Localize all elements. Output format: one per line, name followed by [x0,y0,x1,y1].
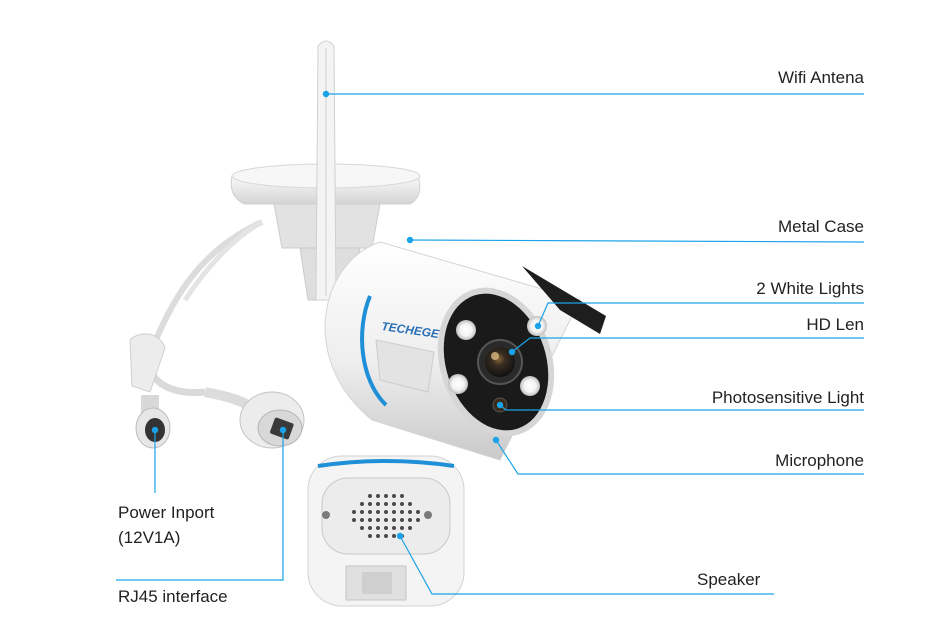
speaker-hole [392,510,396,514]
speaker-hole [376,502,380,506]
speaker-hole [384,494,388,498]
speaker-hole [408,518,412,522]
speaker-grille [352,494,420,538]
rj45-connector [204,387,305,449]
speaker-hole [360,502,364,506]
led-bottom-left [448,374,468,394]
speaker-hole [368,534,372,538]
leader-microphone [495,439,864,475]
speaker-hole [408,526,412,530]
speaker-hole [400,518,404,522]
leader-rj45 [116,430,284,581]
speaker-hole [408,510,412,514]
speaker-hole [376,534,380,538]
speaker-hole [400,502,404,506]
speaker-hole [384,518,388,522]
speaker-hole [360,518,364,522]
speaker-hole [368,494,372,498]
leader-white-lights [537,302,864,327]
label-power-inport: Power Inport [118,503,215,522]
speaker-hole [352,518,356,522]
label-photosensitive-light: Photosensitive Light [711,388,864,407]
speaker-hole [384,534,388,538]
speaker-hole [400,526,404,530]
speaker-hole [368,502,372,506]
leader-hd-len [511,337,864,353]
cable [129,219,264,397]
speaker-hole [352,510,356,514]
label-speaker: Speaker [697,570,761,589]
speaker-hole [392,526,396,530]
leader-lines [116,93,865,595]
speaker-hole [360,526,364,530]
speaker-hole [376,494,380,498]
led-top-left [456,320,476,340]
leader-dots [151,90,542,540]
label-hd-len: HD Len [806,315,864,334]
speaker-inset [307,455,465,607]
camera-front [437,266,606,443]
speaker-hole [392,534,396,538]
speaker-hole [376,526,380,530]
speaker-hole [376,518,380,522]
label-power-spec: (12V1A) [118,528,181,547]
speaker-hole [368,518,372,522]
speaker-hole [392,494,396,498]
wifi-antenna [315,40,337,301]
label-metal-case: Metal Case [778,217,864,236]
speaker-hole [376,510,380,514]
speaker-hole [368,510,372,514]
leader-speaker [399,535,774,595]
power-connector [135,394,171,449]
led-bottom-right [520,376,540,396]
speaker-hole [416,518,420,522]
label-white-lights: 2 White Lights [756,279,864,298]
label-microphone: Microphone [775,451,864,470]
speaker-hole [392,518,396,522]
speaker-hole [384,502,388,506]
leader-metal-case [409,239,865,243]
label-rj45-interface: RJ45 interface [118,587,228,606]
speaker-hole [400,510,404,514]
label-wifi-antenna: Wifi Antena [778,68,864,87]
speaker-hole [416,510,420,514]
speaker-hole [360,510,364,514]
speaker-hole [392,502,396,506]
speaker-hole [384,526,388,530]
speaker-hole [400,494,404,498]
speaker-hole [384,510,388,514]
speaker-hole [368,526,372,530]
speaker-hole [408,502,412,506]
